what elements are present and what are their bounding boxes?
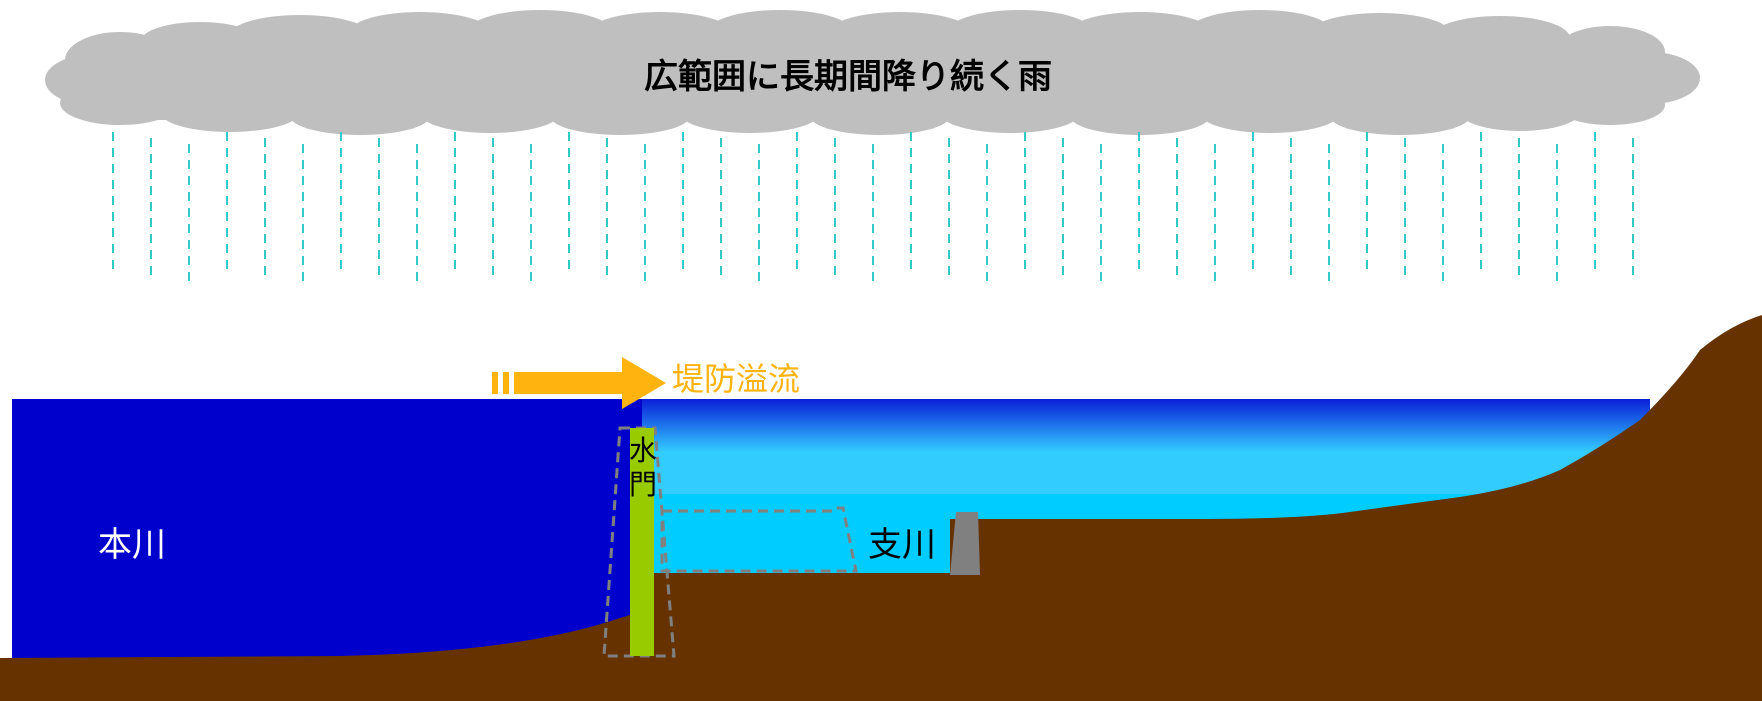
water-gate <box>630 428 654 656</box>
ground <box>0 315 1762 701</box>
tributary-levee-outline <box>660 506 858 573</box>
water-gate-label-2: 門 <box>629 468 657 501</box>
diagram-title: 広範囲に長期間降り続く雨 <box>644 57 1052 97</box>
cloud-icon <box>45 10 1700 135</box>
weir-structure <box>950 512 980 575</box>
tributary-label: 支川 <box>868 525 936 565</box>
water-gate-label-1: 水 <box>629 434 657 467</box>
tributary-water-upper <box>640 399 1650 495</box>
arrow-right-icon <box>492 357 666 409</box>
main-river-water <box>12 399 642 659</box>
overflow-label: 堤防溢流 <box>672 360 800 398</box>
rain-icon <box>112 132 1634 288</box>
main-river-label: 本川 <box>98 525 166 565</box>
